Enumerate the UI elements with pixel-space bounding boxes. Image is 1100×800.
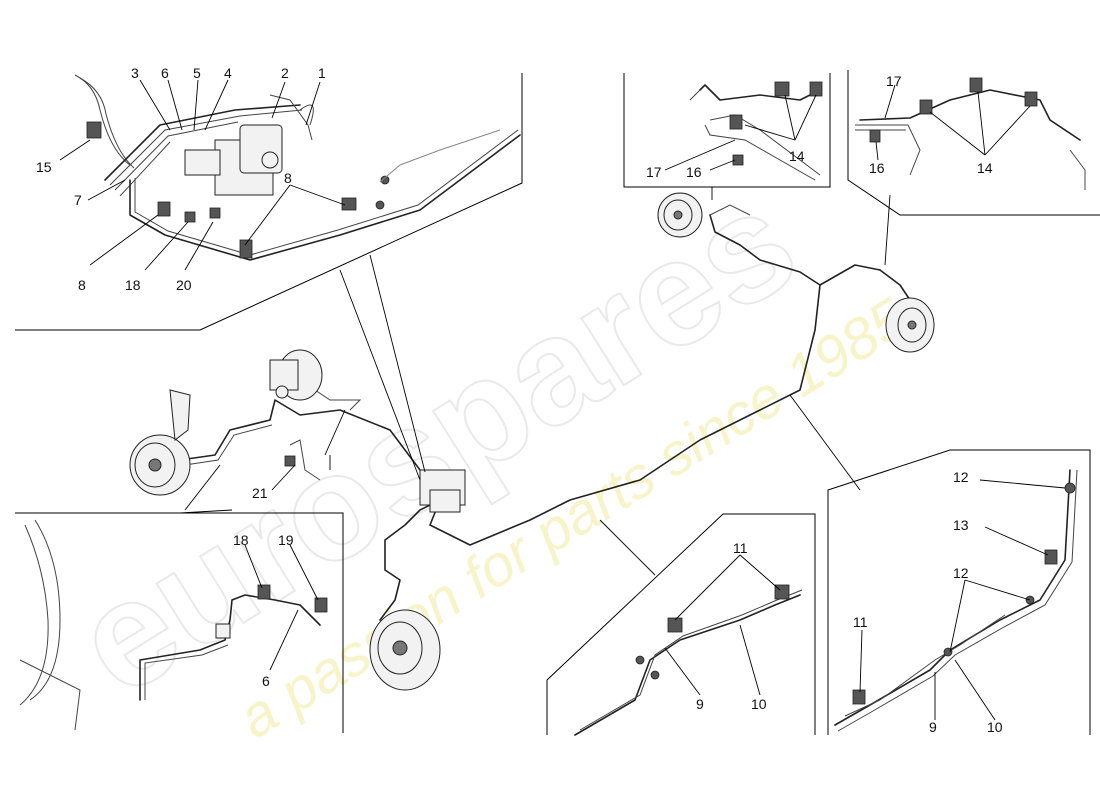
callout-9a: 9 (696, 696, 704, 712)
inset-frame-abs (15, 73, 523, 331)
callout-18b: 18 (233, 532, 249, 548)
main-brake-routing (129, 192, 935, 691)
callout-13: 13 (953, 517, 969, 533)
abs-unit-detail (74, 74, 521, 261)
rear-left-detail (689, 81, 823, 181)
clip-15 (86, 121, 102, 139)
callout-8b: 8 (284, 170, 292, 186)
inset-frame-underbody-mid (546, 513, 816, 735)
callout-2: 2 (281, 65, 289, 81)
callout-12a: 12 (953, 469, 969, 485)
front-line-detail (19, 519, 328, 731)
callout-12b: 12 (953, 565, 969, 581)
inset-frame-front-top (179, 509, 233, 514)
inset-frame-underbody-rear (827, 449, 1091, 735)
main-brake-line (179, 264, 881, 546)
callout-11b: 11 (853, 614, 868, 630)
callout-17b: 17 (886, 73, 902, 89)
abs-module-installed (419, 469, 466, 513)
callout-17a: 17 (646, 164, 662, 180)
callout-14b: 14 (977, 160, 993, 176)
callout-5: 5 (193, 65, 201, 81)
callout-7: 7 (74, 192, 82, 208)
inset-frames (15, 70, 1100, 735)
callout-numbers: 1 2 3 4 5 6 15 7 8 8 18 20 17 16 14 17 1… (36, 65, 1003, 735)
inset-frame-front (15, 512, 344, 733)
callout-21: 21 (252, 485, 268, 501)
inset-frame-rear-left (623, 73, 831, 188)
callout-1: 1 (318, 65, 326, 81)
callout-4: 4 (224, 65, 232, 81)
rear-left-brake (657, 192, 703, 238)
inset-frame-rear-right (847, 70, 1100, 216)
callout-14a: 14 (789, 148, 805, 164)
underbody-rear-detail (834, 469, 1078, 732)
callout-19: 19 (278, 532, 294, 548)
callout-10b: 10 (987, 719, 1003, 735)
rear-right-brake (885, 297, 935, 353)
callout-16b: 16 (869, 160, 885, 176)
callout-9b: 9 (929, 719, 937, 735)
underbody-mid-detail (574, 584, 803, 736)
front-left-brake (129, 389, 191, 496)
callout-6: 6 (161, 65, 169, 81)
callout-18a: 18 (125, 277, 141, 293)
callout-10a: 10 (751, 696, 767, 712)
callout-16a: 16 (686, 164, 702, 180)
leader-lines (59, 79, 1066, 721)
rear-right-detail (855, 77, 1086, 190)
callout-6b: 6 (262, 673, 270, 689)
callout-3: 3 (131, 65, 139, 81)
callout-11a: 11 (733, 540, 748, 556)
callout-8a: 8 (78, 277, 86, 293)
callout-20: 20 (176, 277, 192, 293)
callout-15: 15 (36, 159, 52, 175)
front-right-brake (369, 609, 441, 691)
